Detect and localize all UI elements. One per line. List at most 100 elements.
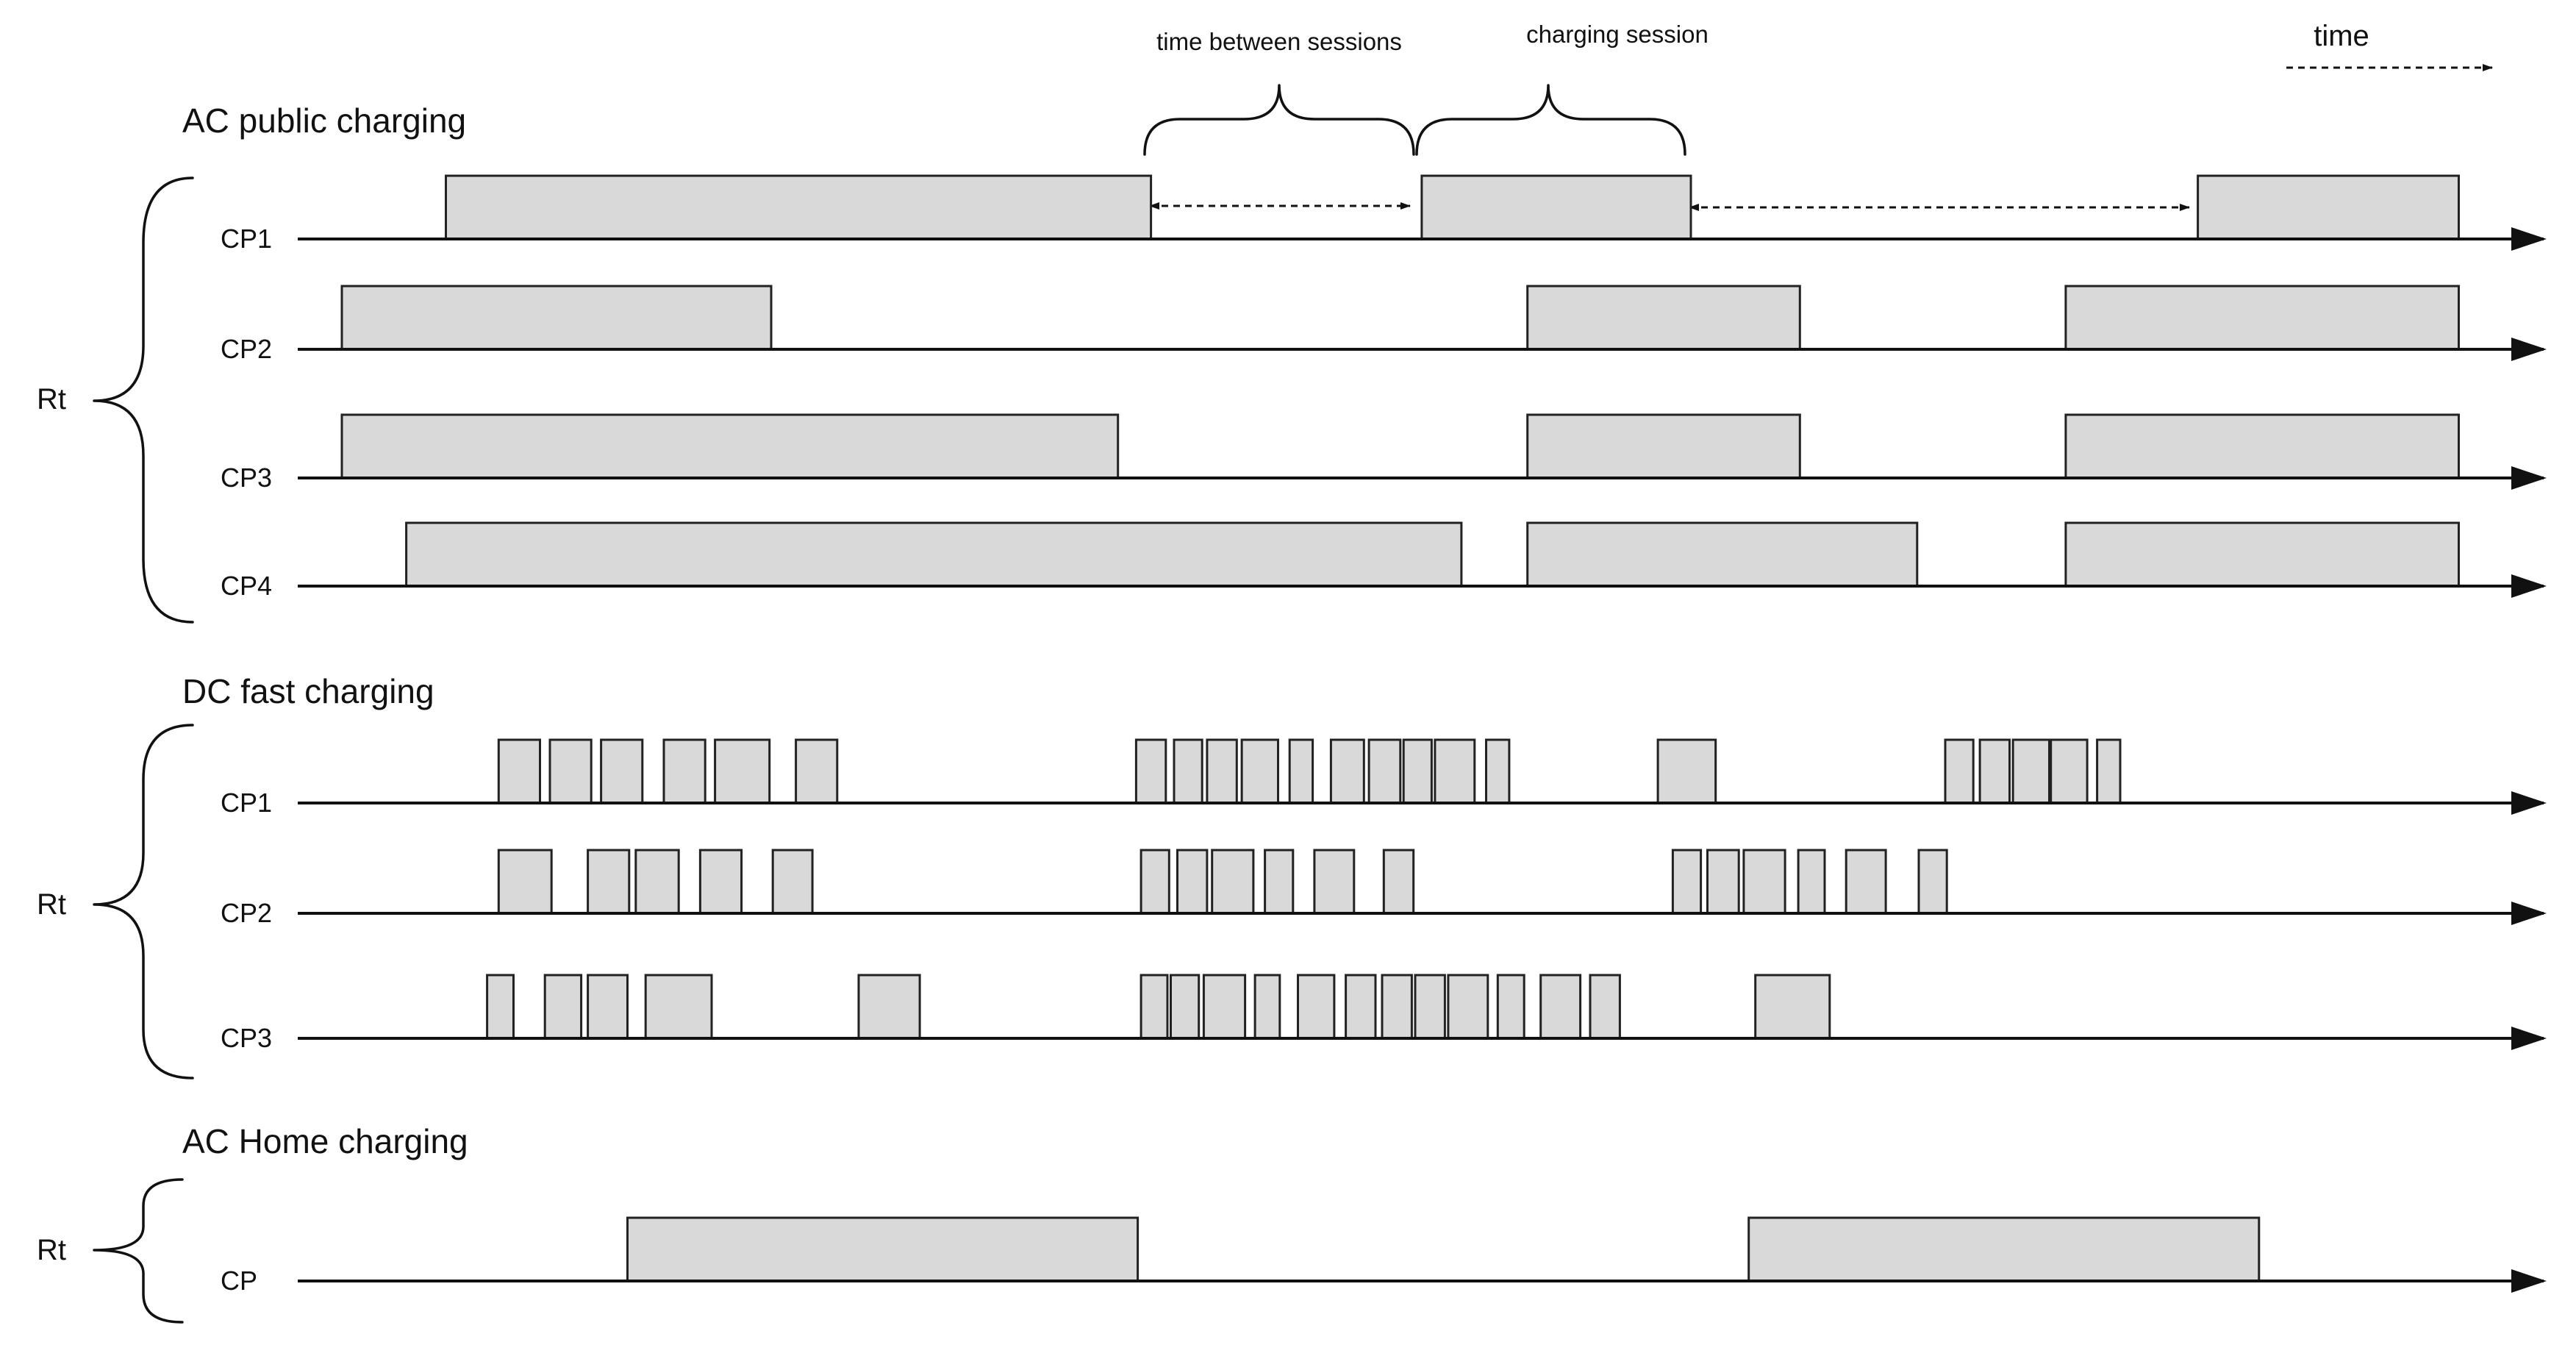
charging-session-block xyxy=(714,738,771,804)
charging-session-block xyxy=(634,849,680,915)
time-between-sessions-label: time between sessions xyxy=(1156,28,1402,55)
charging-session-block xyxy=(1253,974,1281,1040)
charging-session-block xyxy=(1206,738,1238,804)
charging-session-block xyxy=(2011,738,2051,804)
charging-session-block xyxy=(1447,974,1489,1040)
timeline-row: CP2 xyxy=(221,285,2547,364)
charging-session-block xyxy=(1656,738,1717,804)
rt-bracket xyxy=(93,176,194,624)
charging-session-block xyxy=(340,413,1120,479)
rt-label: Rt xyxy=(37,888,66,921)
row-label: CP xyxy=(221,1266,257,1296)
charging-session-block xyxy=(1845,849,1887,915)
charging-session-block xyxy=(1173,738,1203,804)
charging-session-block xyxy=(1414,974,1446,1040)
charging-session-block xyxy=(1797,849,1826,915)
timeline-row: CP3 xyxy=(221,974,2547,1053)
charging-session-block xyxy=(1742,849,1786,915)
rt-bracket xyxy=(93,1178,184,1324)
row-label: CP2 xyxy=(221,898,272,928)
charging-session-block xyxy=(587,974,629,1040)
rt-bracket xyxy=(93,724,194,1080)
charging-session-block xyxy=(857,974,921,1040)
charging-session-block xyxy=(1202,974,1247,1040)
charging-session-block xyxy=(1139,849,1170,915)
charging-session-block xyxy=(587,849,631,915)
charging-session-block xyxy=(1134,738,1167,804)
charging-session-block xyxy=(445,174,1153,240)
charging-session-block xyxy=(1297,974,1336,1040)
charging-session-block xyxy=(1367,738,1402,804)
charging-session-block xyxy=(771,849,814,915)
timeline-row: CP1 xyxy=(221,738,2547,818)
charging-session-block xyxy=(1329,738,1365,804)
charging-session-block xyxy=(1917,849,1948,915)
charging-session-block xyxy=(2197,174,2461,240)
charging-session-block xyxy=(1170,974,1201,1040)
charging-session-block xyxy=(1496,974,1525,1040)
charging-session-block xyxy=(2050,738,2089,804)
charging-session-block xyxy=(1139,974,1169,1040)
time-between-sessions-brace xyxy=(1143,84,1415,156)
charging-session-block xyxy=(2064,413,2460,479)
charging-session-block xyxy=(1381,974,1413,1040)
rt-label: Rt xyxy=(37,1234,66,1266)
charging-session-block xyxy=(1434,738,1476,804)
timeline-row: CP4 xyxy=(221,521,2547,601)
charging-session-block xyxy=(1671,849,1703,915)
timeline-row: CP1 xyxy=(221,174,2547,254)
row-label: CP4 xyxy=(221,571,272,601)
charging-session-block xyxy=(1589,974,1621,1040)
charging-session-block xyxy=(543,974,583,1040)
charging-session-block xyxy=(1526,285,1801,351)
row-label: CP2 xyxy=(221,334,272,364)
charging-session-block xyxy=(1539,974,1582,1040)
charging-session-block xyxy=(1747,1216,2261,1282)
charging-session-block xyxy=(1288,738,1314,804)
rt-label: Rt xyxy=(37,383,66,415)
charging-session-block xyxy=(1706,849,1740,915)
row-label: CP3 xyxy=(221,1023,272,1053)
charging-session-block xyxy=(1402,738,1433,804)
time-label: time xyxy=(2314,20,2369,52)
charging-session-block xyxy=(1526,413,1801,479)
group-title: DC fast charging xyxy=(182,672,434,710)
timeline-row: CP xyxy=(221,1216,2547,1296)
charging-session-block xyxy=(2096,738,2122,804)
charging-session-block xyxy=(497,738,541,804)
charging-session-block xyxy=(698,849,743,915)
charging-session-block xyxy=(1944,738,1975,804)
timeline-row: CP2 xyxy=(221,849,2547,928)
charging-session-block xyxy=(340,285,773,351)
charging-session-block xyxy=(626,1216,1139,1282)
charging-session-block xyxy=(1420,174,1692,240)
charging-session-block xyxy=(644,974,713,1040)
charging-session-block xyxy=(2064,521,2460,588)
row-label: CP3 xyxy=(221,463,272,493)
charging-session-block xyxy=(2064,285,2460,351)
charging-session-block xyxy=(795,738,839,804)
charging-session-block xyxy=(600,738,644,804)
row-label: CP1 xyxy=(221,788,272,818)
group-ac-home-charging: AC Home charging Rt CP xyxy=(37,1122,2547,1324)
charging-session-block xyxy=(662,738,706,804)
charging-session-block xyxy=(1382,849,1415,915)
charging-session-block xyxy=(1526,521,1919,588)
charging-session-block xyxy=(1754,974,1831,1040)
charging-session-label: charging session xyxy=(1526,21,1709,48)
charging-session-block xyxy=(1176,849,1209,915)
charging-session-block xyxy=(1264,849,1295,915)
charging-session-brace xyxy=(1415,84,1686,156)
charging-session-block xyxy=(1978,738,2011,804)
charging-session-block xyxy=(405,521,1463,588)
group-title: AC public charging xyxy=(182,101,466,140)
timeline-row: CP3 xyxy=(221,413,2547,493)
charging-session-block xyxy=(548,738,593,804)
row-label: CP1 xyxy=(221,224,272,254)
charging-session-block xyxy=(1211,849,1255,915)
charging-session-block xyxy=(1240,738,1279,804)
charging-session-block xyxy=(486,974,515,1040)
